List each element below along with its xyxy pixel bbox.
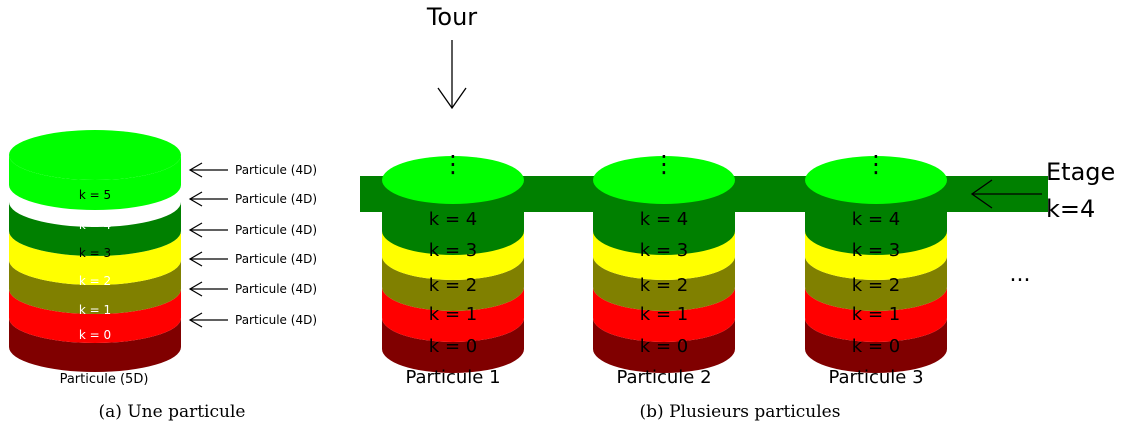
layer-label-k2: k = 2 (640, 275, 688, 296)
layer-k1 (382, 287, 524, 342)
particle-stack-1: ⋮ k = 0 k = 1 k = 2 k = 3 k = 4 Particule 1 (382, 150, 524, 388)
vertical-ellipsis: ⋮ (652, 150, 676, 178)
etage-arrow (970, 179, 1042, 209)
layer-k0 (593, 318, 735, 373)
layer-k4 (593, 182, 735, 255)
layer-k2 (593, 256, 735, 311)
layer-label-k0: k = 0 (640, 336, 688, 357)
etage-k-label: k=4 (1046, 195, 1095, 223)
layer-k0 (805, 318, 947, 373)
layer-k2 (805, 256, 947, 311)
layer-label-k0: k = 0 (852, 336, 900, 357)
layer-label-k3: k = 3 (640, 240, 688, 261)
layer-label-k1: k = 1 (852, 304, 900, 325)
layer-k1 (9, 289, 181, 343)
side-arrow-head (188, 312, 203, 328)
layer-label-k1: k = 1 (429, 304, 477, 325)
layer-k1 (593, 287, 735, 342)
side-arrow-head (188, 251, 203, 267)
single-particle-stack: k = 0 k = 1 k = 2 k = 3 k = 4 k = 5 (9, 130, 181, 372)
layer-label-k4: k = 4 (640, 209, 688, 230)
vertical-ellipsis: ⋮ (864, 150, 888, 178)
layer-label-k5: k = 5 (79, 188, 111, 202)
layer-label-k2: k = 2 (852, 275, 900, 296)
layer-label-k0: k = 0 (429, 336, 477, 357)
particle-name: Particule 2 (616, 367, 711, 388)
layer-label-k3: k = 3 (79, 246, 111, 260)
particle-4d-label: Particule (4D) (235, 163, 317, 177)
particle-name: Particule 3 (828, 367, 923, 388)
stack-top-cap (382, 156, 524, 204)
layer-k0 (9, 318, 181, 372)
layer-label-k2: k = 2 (79, 274, 111, 288)
left-side-labels: Particule (4D) Particule (4D) Particule (4… (188, 162, 317, 328)
layer-k4 (382, 182, 524, 255)
layer-label-k1: k = 1 (640, 304, 688, 325)
particle-4d-label: Particule (4D) (235, 192, 317, 206)
layer-k0 (382, 318, 524, 373)
side-arrow-head (188, 281, 203, 297)
multiple-particle-stacks: ⋮ k = 0 k = 1 k = 2 k = 3 k = 4 Particule 1 ⋮ k … (360, 150, 1048, 388)
layer-k4 (805, 182, 947, 255)
layer-label-k3: k = 3 (429, 240, 477, 261)
layer-label-k4: k = 4 (79, 218, 111, 232)
etage-label: Etage (1046, 158, 1115, 186)
particle-4d-label: Particule (4D) (235, 223, 317, 237)
subcaption-a: (a) Une particule (99, 402, 246, 422)
layer-label-k4: k = 4 (429, 209, 477, 230)
layer-k1 (805, 287, 947, 342)
layer-label-k4: k = 4 (852, 209, 900, 230)
layer-k3 (9, 231, 181, 285)
layer-k2 (9, 260, 181, 314)
tour-label: Tour (426, 3, 477, 31)
layer-label-k0: k = 0 (79, 328, 111, 342)
particle-5d-caption: Particule (5D) (60, 372, 149, 387)
subcaption-b: (b) Plusieurs particules (640, 402, 841, 422)
side-arrow-head (188, 191, 203, 207)
layer-label-k1: k = 1 (79, 303, 111, 317)
particle-stack-2: ⋮ k = 0 k = 1 k = 2 k = 3 k = 4 Particule 2 (593, 150, 735, 388)
stack-top-cap (593, 156, 735, 204)
particle-4d-label: Particule (4D) (235, 313, 317, 327)
side-arrow-head (188, 222, 203, 238)
layer-label-k3: k = 3 (852, 240, 900, 261)
more-particles-ellipsis: ... (1010, 262, 1031, 287)
particle-name: Particule 1 (405, 367, 500, 388)
particle-stack-3: ⋮ k = 0 k = 1 k = 2 k = 3 k = 4 Particule 3 (805, 150, 947, 388)
tour-arrow (437, 40, 467, 110)
layer-k4 (9, 202, 181, 256)
side-arrow-head (188, 162, 203, 178)
layer-k5 (9, 155, 181, 210)
layer-top-cap (9, 130, 181, 180)
layer-k2 (382, 256, 524, 311)
layer-label-k2: k = 2 (429, 275, 477, 296)
particle-4d-label: Particule (4D) (235, 282, 317, 296)
particle-4d-label: Particule (4D) (235, 252, 317, 266)
vertical-ellipsis: ⋮ (441, 150, 465, 178)
stack-top-cap (805, 156, 947, 204)
